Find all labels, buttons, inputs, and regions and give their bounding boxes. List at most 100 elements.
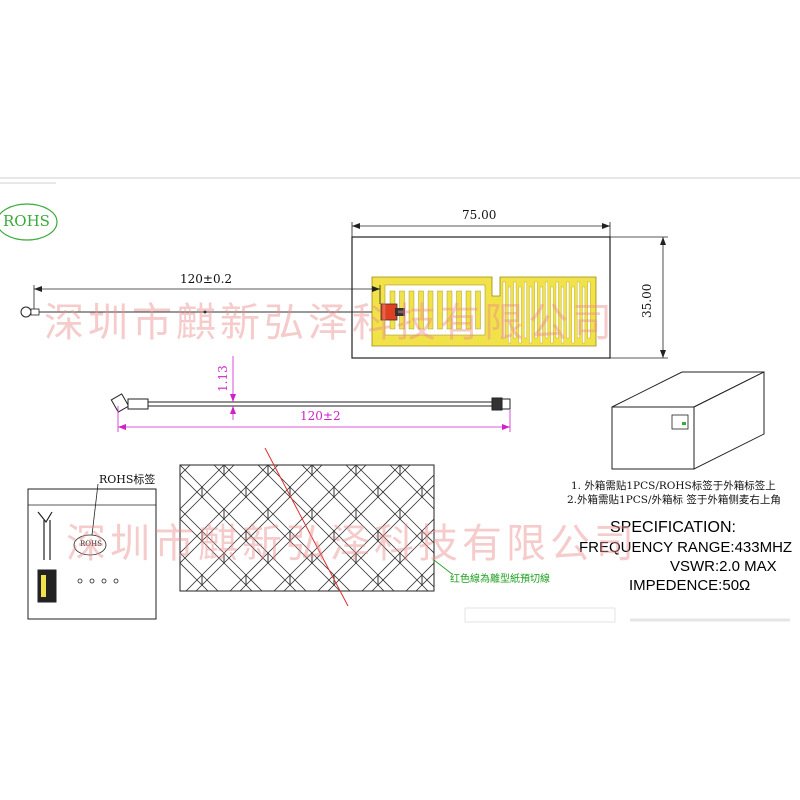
herringbone-tile bbox=[136, 421, 158, 453]
meander-slot bbox=[518, 286, 522, 344]
herringbone-tile bbox=[377, 574, 395, 591]
herringbone-tile bbox=[378, 421, 400, 453]
meander-trace bbox=[408, 290, 415, 330]
meander-trace bbox=[465, 290, 472, 330]
herringbone-tile bbox=[289, 574, 307, 591]
herringbone-tile bbox=[268, 619, 290, 651]
spec-vswr: VSWR:2.0 MAX bbox=[670, 558, 777, 575]
meander-slot bbox=[577, 281, 580, 339]
herringbone-tile bbox=[290, 421, 312, 453]
herringbone-tile bbox=[421, 486, 434, 510]
herringbone-tile bbox=[444, 443, 466, 475]
spec-title: SPECIFICATION: bbox=[610, 519, 736, 536]
label-panel bbox=[27, 483, 157, 620]
title-block-strip bbox=[464, 607, 790, 623]
herringbone-tile bbox=[312, 597, 334, 629]
herringbone-tile bbox=[268, 597, 290, 629]
meander-slot bbox=[582, 286, 586, 344]
antenna-top-view bbox=[20, 222, 668, 359]
herringbone-tile bbox=[180, 552, 181, 564]
herringbone-tile bbox=[158, 421, 180, 453]
cut-note-leader bbox=[433, 559, 453, 575]
herringbone-tile bbox=[444, 421, 466, 453]
herringbone-tile bbox=[422, 597, 444, 629]
meander-slot bbox=[534, 281, 538, 339]
label-rohs-ellipse bbox=[73, 534, 107, 556]
herringbone-tile bbox=[334, 619, 356, 651]
meander-slot bbox=[555, 281, 559, 339]
meander-slot bbox=[524, 281, 527, 339]
box-side-face bbox=[693, 371, 765, 470]
herringbone-tile bbox=[333, 574, 351, 591]
width-dimension: 75.00 bbox=[462, 208, 497, 222]
cut-line bbox=[264, 447, 349, 607]
offset-dimension: 1.13 bbox=[216, 365, 230, 392]
herringbone-tile bbox=[421, 530, 434, 554]
meander-slot bbox=[508, 286, 511, 344]
herringbone-tile bbox=[334, 597, 356, 629]
herringbone-tile bbox=[158, 575, 180, 607]
meander-slot bbox=[566, 281, 570, 339]
rohs-badge-outline bbox=[0, 203, 58, 241]
release-paper bbox=[136, 421, 488, 651]
herringbone-tile bbox=[180, 465, 181, 476]
herringbone-tile bbox=[180, 619, 202, 651]
herringbone-tile bbox=[444, 509, 466, 541]
note-line-2: 2.外箱需贴1PCS/外箱标 签于外箱侧麦右上角 bbox=[567, 494, 781, 506]
side-connector-sleeve bbox=[127, 398, 149, 410]
meander-slot bbox=[571, 286, 575, 344]
herringbone-tile bbox=[246, 597, 268, 629]
herringbone-tile bbox=[312, 421, 334, 453]
herringbone-tile bbox=[400, 619, 422, 651]
antenna-substrate bbox=[351, 236, 611, 359]
meander-slot bbox=[587, 281, 591, 339]
herringbone-tile bbox=[444, 597, 466, 629]
herringbone-tile bbox=[158, 597, 180, 629]
herringbone-tile bbox=[180, 421, 202, 453]
herringbone-tile bbox=[201, 574, 219, 591]
herringbone-tile bbox=[202, 619, 224, 651]
mini-cable bbox=[37, 511, 53, 560]
herringbone-tile bbox=[180, 552, 181, 564]
herringbone-tile bbox=[444, 465, 466, 497]
herringbone-tile bbox=[466, 509, 488, 541]
label-panel-tag: ROHS标签 bbox=[99, 473, 156, 486]
herringbone-tile bbox=[356, 597, 378, 629]
herringbone-tile bbox=[466, 597, 488, 629]
herringbone-tile bbox=[224, 619, 246, 651]
herringbone-tile bbox=[245, 574, 263, 591]
herringbone-tile bbox=[466, 531, 488, 563]
herringbone-tile bbox=[224, 421, 246, 453]
herringbone-tile bbox=[246, 619, 268, 651]
side-connector-right bbox=[491, 397, 503, 411]
rohs-badge-text: ROHS bbox=[3, 212, 50, 230]
herringbone-tile bbox=[444, 487, 466, 519]
herringbone-tile bbox=[268, 421, 290, 453]
herringbone-tile bbox=[180, 465, 181, 476]
herringbone-tile bbox=[444, 619, 466, 651]
herringbone-tile bbox=[158, 619, 180, 651]
meander-right bbox=[502, 281, 591, 344]
herringbone-tile bbox=[180, 508, 181, 520]
herringbone-tile bbox=[421, 574, 434, 591]
herringbone-tile bbox=[136, 619, 158, 651]
ipex-connector bbox=[20, 306, 32, 318]
herringbone-tile bbox=[422, 421, 444, 453]
herringbone-tile bbox=[466, 443, 488, 475]
meander-slot bbox=[513, 281, 517, 339]
meander-trace bbox=[456, 290, 462, 330]
herringbone-tile bbox=[466, 619, 488, 651]
label-leader bbox=[91, 483, 99, 536]
meander-slot bbox=[529, 286, 533, 344]
herringbone-tile bbox=[180, 597, 202, 629]
box-label bbox=[671, 414, 689, 430]
herringbone-tile bbox=[180, 508, 181, 520]
herringbone-tile bbox=[202, 421, 224, 453]
note-line-1: 1. 外箱需贴1PCS/ROHS标签于外箱标签上 bbox=[571, 480, 776, 492]
cut-line-note: 红色線為離型紙預切線 bbox=[450, 574, 550, 585]
herringbone-tile bbox=[334, 421, 356, 453]
mini-pcb bbox=[37, 569, 57, 603]
meander-slot bbox=[502, 281, 506, 339]
meander-trace bbox=[475, 290, 481, 330]
